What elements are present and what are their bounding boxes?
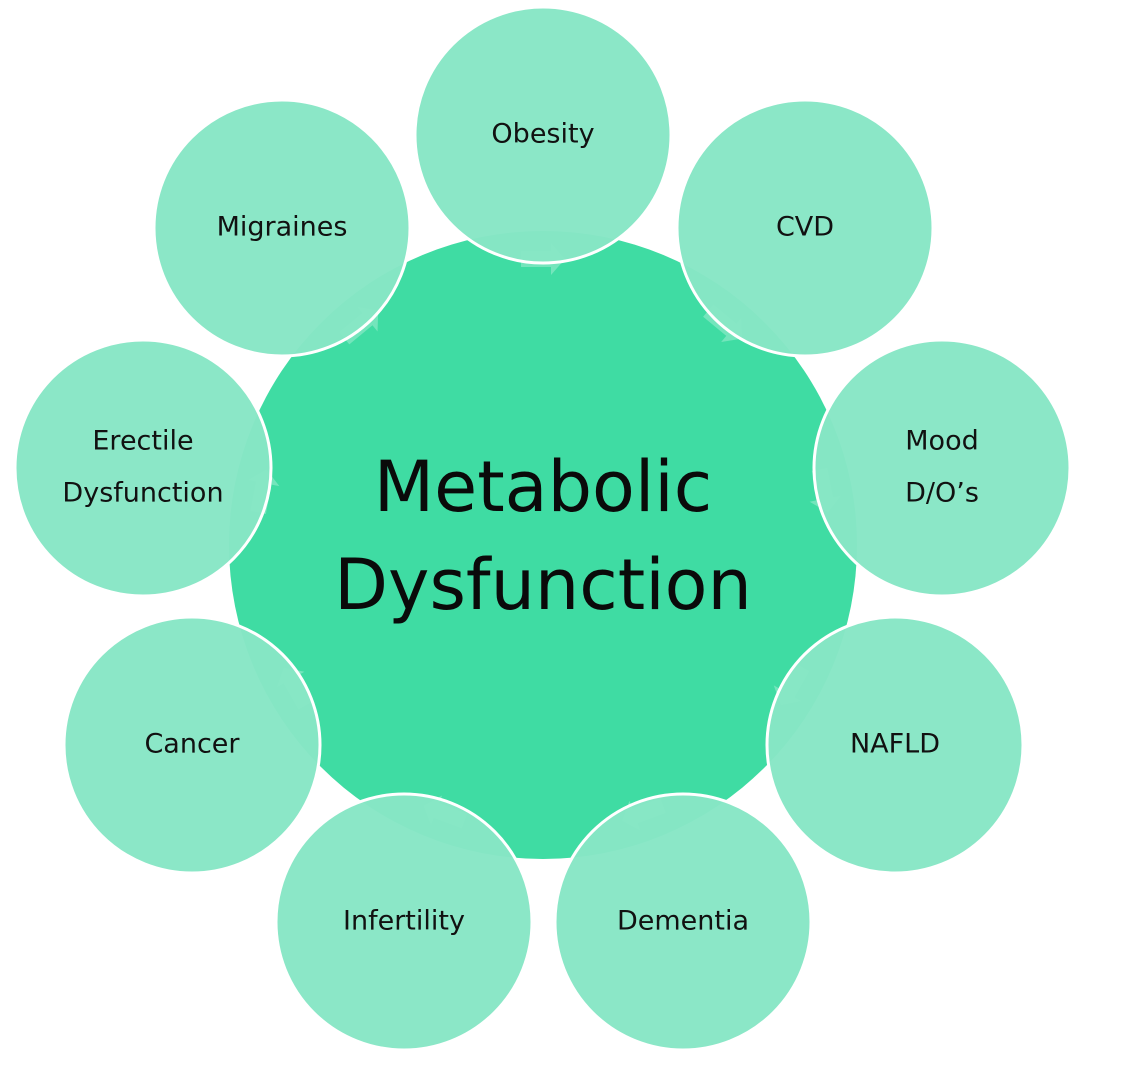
node-label-infertility: Infertility <box>343 906 465 937</box>
node-circle-infertility <box>274 792 534 1052</box>
center-title-line-1: Metabolic <box>374 446 712 528</box>
node-cancer: Cancer <box>62 615 322 875</box>
node-circle-cancer <box>62 615 322 875</box>
node-label-migraines: Migraines <box>217 212 348 243</box>
node-cvd: CVD <box>675 98 935 358</box>
center-title: Metabolic Dysfunction <box>334 446 752 626</box>
node-obesity: Obesity <box>413 5 673 265</box>
node-circle-erectile <box>13 338 273 598</box>
node-circle-mood <box>812 338 1072 598</box>
node-circle-obesity <box>413 5 673 265</box>
node-label-obesity: Obesity <box>491 119 594 150</box>
node-migraines: Migraines <box>152 98 412 358</box>
node-dementia: Dementia <box>553 792 813 1052</box>
node-label-cancer: Cancer <box>144 729 240 760</box>
node-circle-migraines <box>152 98 412 358</box>
node-label-dementia: Dementia <box>617 906 749 937</box>
node-label-cvd: CVD <box>776 212 834 243</box>
center-circle <box>229 231 857 859</box>
node-nafld: NAFLD <box>765 615 1025 875</box>
node-infertility: Infertility <box>274 792 534 1052</box>
center-hub <box>229 231 857 859</box>
node-label-erectile: Dysfunction <box>62 478 223 509</box>
node-label-mood: D/O’s <box>905 478 979 509</box>
node-label-nafld: NAFLD <box>850 729 940 760</box>
node-label-erectile: Erectile <box>92 426 193 457</box>
node-circle-nafld <box>765 615 1025 875</box>
node-circle-cvd <box>675 98 935 358</box>
node-circle-dementia <box>553 792 813 1052</box>
center-title-line-2: Dysfunction <box>334 544 752 626</box>
node-label-mood: Mood <box>905 426 978 457</box>
